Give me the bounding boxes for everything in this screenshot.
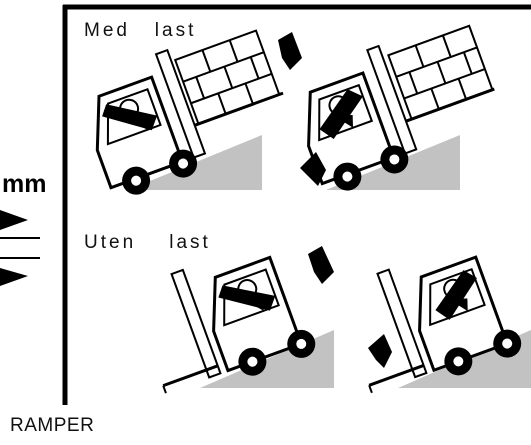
section-caption: RAMPER <box>10 415 94 437</box>
forklift-loaded-uphill <box>73 18 298 203</box>
arrow-up-right-icon <box>278 32 302 70</box>
arrow-down-left-icon <box>368 334 392 368</box>
unit-label: mm <box>2 170 46 199</box>
forklift-empty-uphill <box>128 236 334 407</box>
forklift-empty-downhill <box>334 235 531 406</box>
label-without-load: Uten last <box>84 232 211 254</box>
label-with-load: Med last <box>84 20 196 42</box>
dimension-arrows <box>0 210 40 286</box>
arrow-up-right-icon <box>308 246 334 284</box>
